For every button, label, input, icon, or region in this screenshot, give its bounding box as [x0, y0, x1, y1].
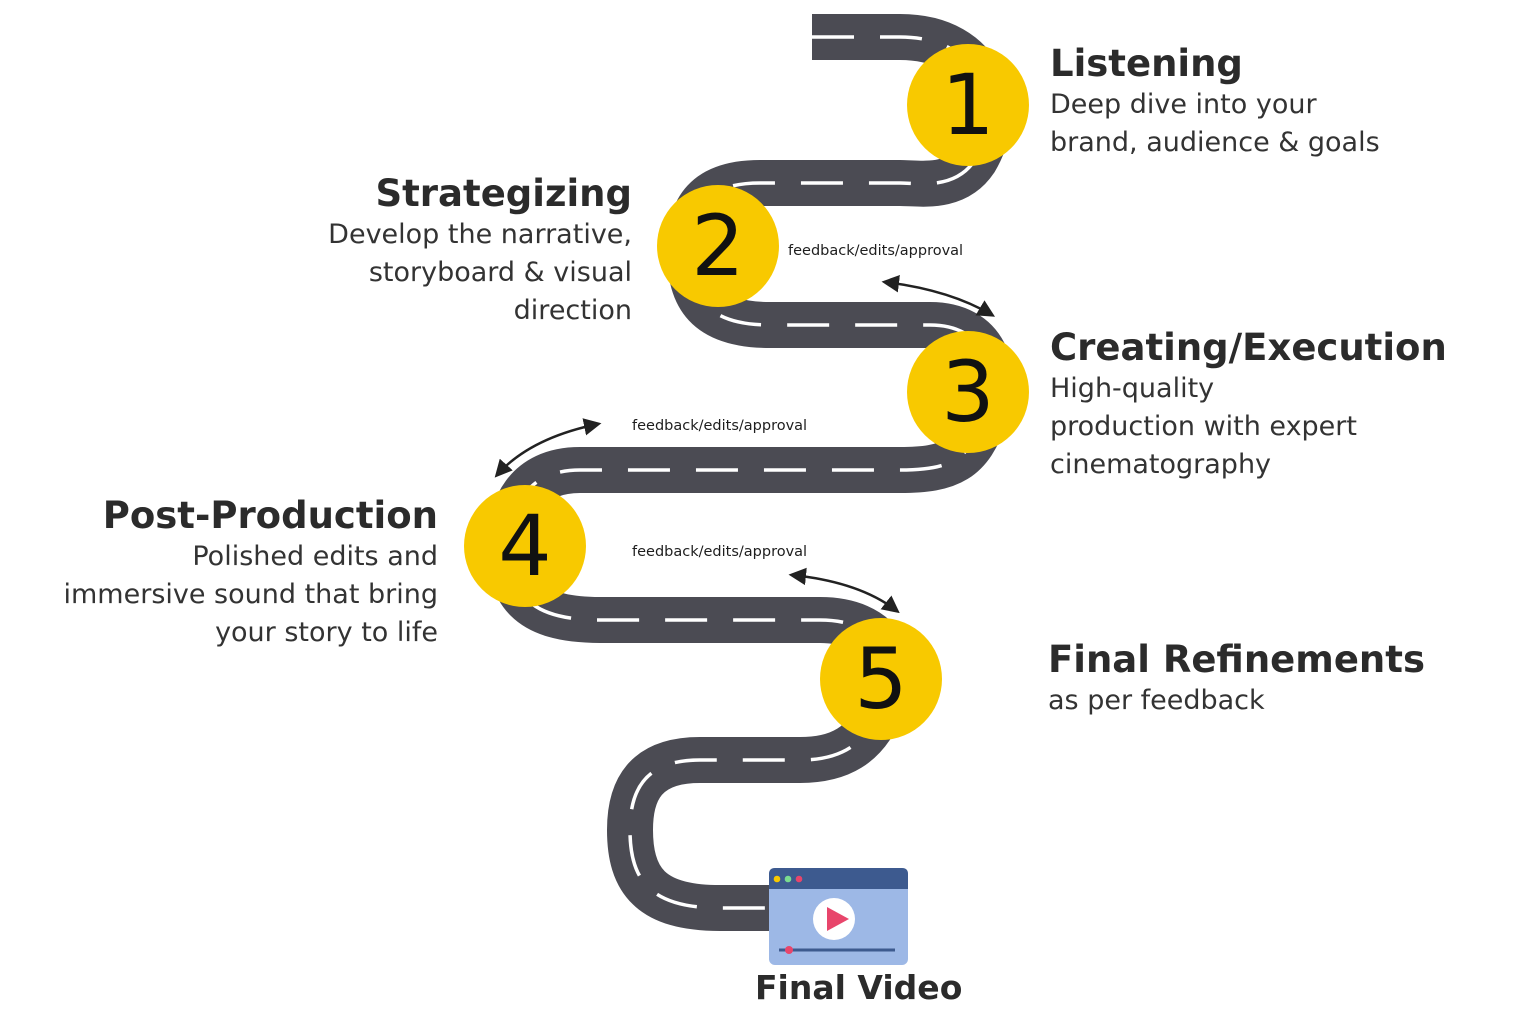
- video-player-icon: [769, 868, 908, 965]
- step-title: Post-Production: [102, 494, 438, 537]
- final-video-label: Final Video: [755, 968, 963, 1007]
- step-title: Listening: [1050, 42, 1243, 85]
- step-title: Creating/Execution: [1050, 326, 1447, 369]
- step-1-text: Listening Deep dive into your brand, aud…: [1050, 42, 1380, 162]
- step-description-line: production with expert: [1050, 411, 1357, 442]
- feedback-arrow-3-4: [494, 418, 602, 478]
- feedback-arrow-2-3: [881, 275, 996, 317]
- step-description-line: Deep dive into your: [1050, 89, 1317, 120]
- step-markers: 1 2 3 4 5: [464, 44, 1029, 740]
- step-4-text: Post-Production Polished edits and immer…: [64, 494, 439, 652]
- step-2-text: Strategizing Develop the narrative, stor…: [328, 172, 632, 330]
- step-description-line: cinematography: [1050, 449, 1272, 480]
- step-description-line: Polished edits and: [192, 541, 438, 572]
- step-marker-5: 5: [820, 618, 942, 740]
- feedback-label: feedback/edits/approval: [632, 544, 808, 560]
- step-3-text: Creating/Execution High-quality producti…: [1050, 326, 1447, 484]
- feedback-label: feedback/edits/approval: [788, 243, 964, 259]
- feedback-arrows: [494, 275, 996, 614]
- step-title: Final Refinements: [1048, 638, 1425, 681]
- step-description-line: storyboard & visual: [368, 257, 632, 288]
- step-title: Strategizing: [375, 172, 632, 215]
- step-description-line: as per feedback: [1048, 685, 1265, 716]
- step-marker-number: 2: [691, 197, 744, 295]
- step-5-text: Final Refinements as per feedback: [1048, 638, 1425, 720]
- step-marker-3: 3: [907, 331, 1029, 453]
- step-description-line: your story to life: [215, 617, 438, 648]
- feedback-label: feedback/edits/approval: [632, 418, 808, 434]
- step-marker-number: 1: [941, 56, 994, 154]
- step-marker-number: 5: [854, 630, 907, 728]
- step-description-line: direction: [513, 295, 632, 326]
- step-description-line: brand, audience & goals: [1050, 127, 1380, 158]
- step-marker-number: 4: [498, 497, 551, 595]
- step-description-line: Develop the narrative,: [328, 219, 632, 250]
- feedback-arrow-4-5: [788, 567, 900, 614]
- step-description-line: immersive sound that bring: [63, 579, 439, 610]
- road: [487, 14, 1014, 931]
- step-description-line: High-quality: [1050, 373, 1215, 404]
- step-marker-2: 2: [657, 185, 779, 307]
- step-marker-4: 4: [464, 485, 586, 607]
- step-marker-number: 3: [941, 343, 994, 441]
- step-marker-1: 1: [907, 44, 1029, 166]
